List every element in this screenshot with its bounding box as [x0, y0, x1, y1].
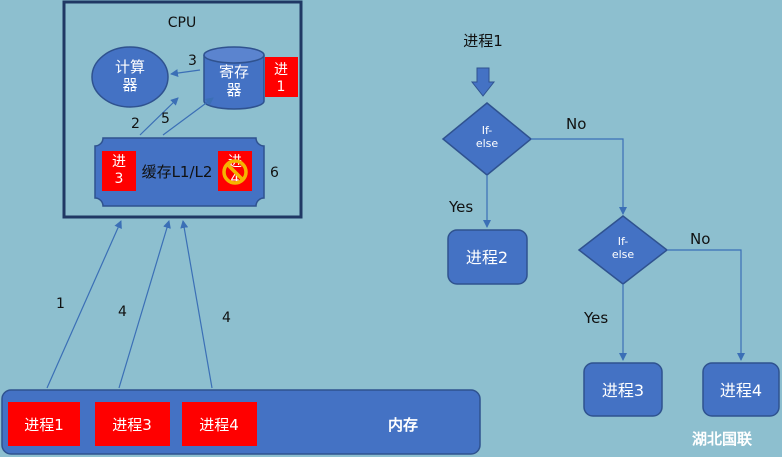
decision-1-no-label: No [566, 115, 586, 133]
decision-2-label: If-else [612, 235, 635, 261]
label-step-2: 2 [131, 116, 140, 132]
arrow-cache-to-alu [139, 97, 179, 136]
arrow-mem-proc4-to-cpu [180, 220, 213, 389]
process-2-box [447, 229, 528, 285]
register-process-box [265, 57, 298, 97]
decision-2-no-label: No [690, 230, 710, 248]
cpu-frame [62, 0, 303, 219]
arrow-decision1-no [531, 138, 627, 215]
memory-process-3-box [95, 402, 170, 446]
memory-label: 内存 [388, 416, 418, 434]
arrow-decision2-no [667, 249, 745, 361]
cpu-title: CPU [168, 15, 196, 31]
flow-down-block-arrow [470, 67, 496, 97]
arrow-cache-to-register [162, 97, 214, 136]
arrow-mem-proc3-to-cpu [118, 220, 171, 389]
watermark: 湖北国联 [692, 430, 753, 448]
label-step-1: 1 [56, 296, 65, 312]
process-4-label: 进程4 [720, 381, 762, 400]
process-2-label: 进程2 [466, 248, 508, 267]
decision-1-yes-label: Yes [448, 198, 473, 216]
arrow-register-to-alu [170, 69, 201, 78]
memory-process-3-label: 进程3 [112, 416, 152, 434]
memory-process-1-box [8, 402, 80, 446]
memory-process-1-label: 进程1 [24, 416, 64, 434]
process-4-box [702, 362, 780, 417]
process-3-label: 进程3 [602, 381, 644, 400]
register-label: 寄存器 [219, 63, 249, 99]
alu-ellipse [91, 46, 169, 108]
memory-process-4-box [182, 402, 257, 446]
label-step-3: 3 [188, 53, 197, 69]
decision-1-label: If-else [476, 124, 499, 150]
label-step-5: 5 [161, 111, 170, 127]
alu-label: 计算器 [115, 58, 145, 94]
flow-start-label: 进程1 [463, 32, 503, 50]
register-cylinder [203, 46, 265, 110]
cache-process-left-box [102, 151, 136, 191]
process-3-box [583, 362, 663, 417]
label-step-4a: 4 [118, 304, 127, 320]
memory-process-4-label: 进程4 [199, 416, 239, 434]
decision-2-yes-label: Yes [583, 309, 608, 327]
label-step-6: 6 [270, 165, 279, 181]
cache-label: 缓存L1/L2 [142, 163, 213, 181]
label-step-4b: 4 [222, 310, 231, 326]
prohibited-icon [222, 159, 248, 185]
arrow-mem-proc1-to-cpu [46, 220, 122, 389]
